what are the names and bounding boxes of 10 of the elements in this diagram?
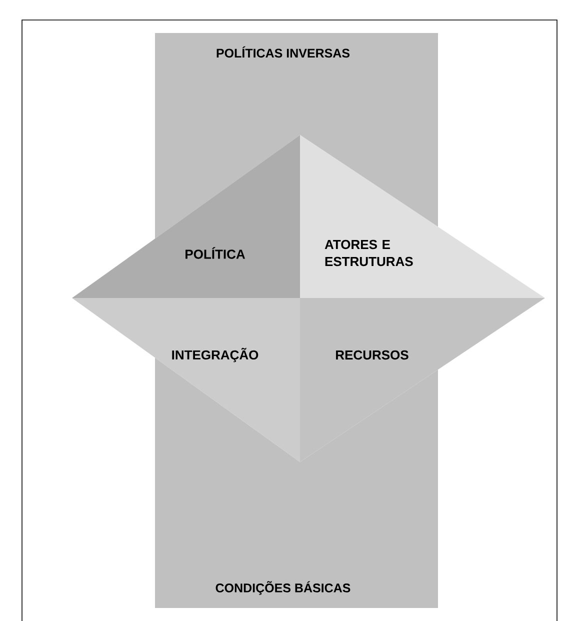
- node-label: RECURSOS: [336, 350, 408, 360]
- node-label: POLÍTICA: [186, 247, 246, 259]
- node-label: INTEGRAÇÃO: [172, 348, 258, 362]
- band-label: CONDIÇÕES BÁSICAS: [216, 581, 350, 595]
- diamond-quadrant: ATORES E ESTRUTURAS: [300, 135, 545, 298]
- band-label: POLÍTICAS INVERSAS: [216, 46, 350, 58]
- node-label: ATORES E ESTRUTURAS: [324, 240, 413, 266]
- diamond-quadrant: INTEGRAÇÃO: [72, 298, 300, 462]
- diamond-quadrant: RECURSOS: [300, 298, 545, 462]
- diamond-quadrant: POLÍTICA: [72, 135, 300, 298]
